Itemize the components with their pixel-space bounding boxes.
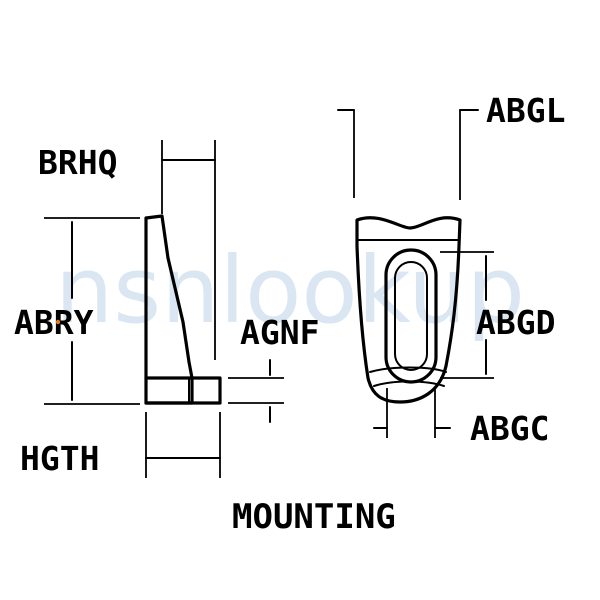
abry-label: ABRY bbox=[14, 303, 94, 342]
abgd-label: ABGD bbox=[476, 303, 555, 342]
hgth-dimension bbox=[145, 412, 221, 478]
brhq-label: BRHQ bbox=[38, 143, 117, 182]
abry-dimension bbox=[44, 217, 140, 405]
abgd-dimension bbox=[440, 251, 494, 379]
accent-dot bbox=[55, 319, 61, 325]
agnf-dimension bbox=[228, 359, 284, 423]
abgl-label: ABGL bbox=[486, 91, 565, 130]
abgl-dimension bbox=[337, 109, 479, 200]
brhq-dimension bbox=[161, 140, 216, 360]
hgth-label: HGTH bbox=[20, 439, 99, 478]
front-view-part bbox=[355, 216, 462, 404]
diagram-title: MOUNTING bbox=[232, 497, 396, 537]
abgc-label: ABGC bbox=[470, 409, 549, 448]
watermark-text: nsnlookup bbox=[55, 237, 525, 344]
agnf-label: AGNF bbox=[240, 313, 319, 352]
side-view-part bbox=[144, 214, 222, 405]
abgc-dimension bbox=[373, 388, 451, 438]
